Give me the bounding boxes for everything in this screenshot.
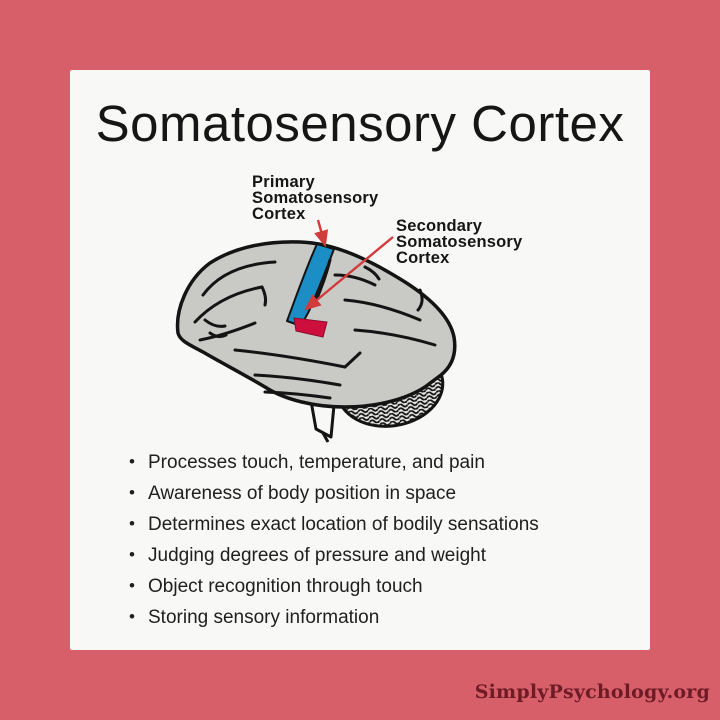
secondary-label-arrow bbox=[304, 236, 394, 311]
primary-label-arrow bbox=[314, 219, 329, 248]
primary-cortex-label-line2: Somatosensory bbox=[252, 189, 379, 207]
secondary-somatosensory-area bbox=[293, 317, 328, 338]
list-item: Object recognition through touch bbox=[126, 576, 606, 598]
list-item: Awareness of body position in space bbox=[126, 483, 606, 505]
secondary-cortex-label-line2: Somatosensory bbox=[396, 233, 523, 251]
list-item: Determines exact location of bodily sens… bbox=[126, 514, 606, 536]
list-item: Judging degrees of pressure and weight bbox=[126, 545, 606, 567]
brain-stem-mark bbox=[321, 432, 330, 443]
secondary-cortex-label-line1: Secondary bbox=[396, 217, 483, 235]
secondary-cortex-label: Secondary Somatosensory Cortex bbox=[396, 217, 523, 267]
brain-diagram bbox=[175, 219, 457, 443]
primary-cortex-label-line3: Cortex bbox=[252, 205, 306, 223]
list-item: Storing sensory information bbox=[126, 607, 606, 629]
brand-text: SimplyPsychology.org bbox=[474, 681, 710, 703]
primary-cortex-label: Primary Somatosensory Cortex bbox=[252, 173, 379, 223]
functions-list: Processes touch, temperature, and pain A… bbox=[126, 452, 606, 638]
secondary-cortex-label-line3: Cortex bbox=[396, 249, 450, 267]
list-item: Processes touch, temperature, and pain bbox=[126, 452, 606, 474]
brain-sulci bbox=[193, 258, 437, 400]
primary-cortex-label-line1: Primary bbox=[252, 173, 315, 191]
page-title: Somatosensory Cortex bbox=[95, 95, 625, 152]
